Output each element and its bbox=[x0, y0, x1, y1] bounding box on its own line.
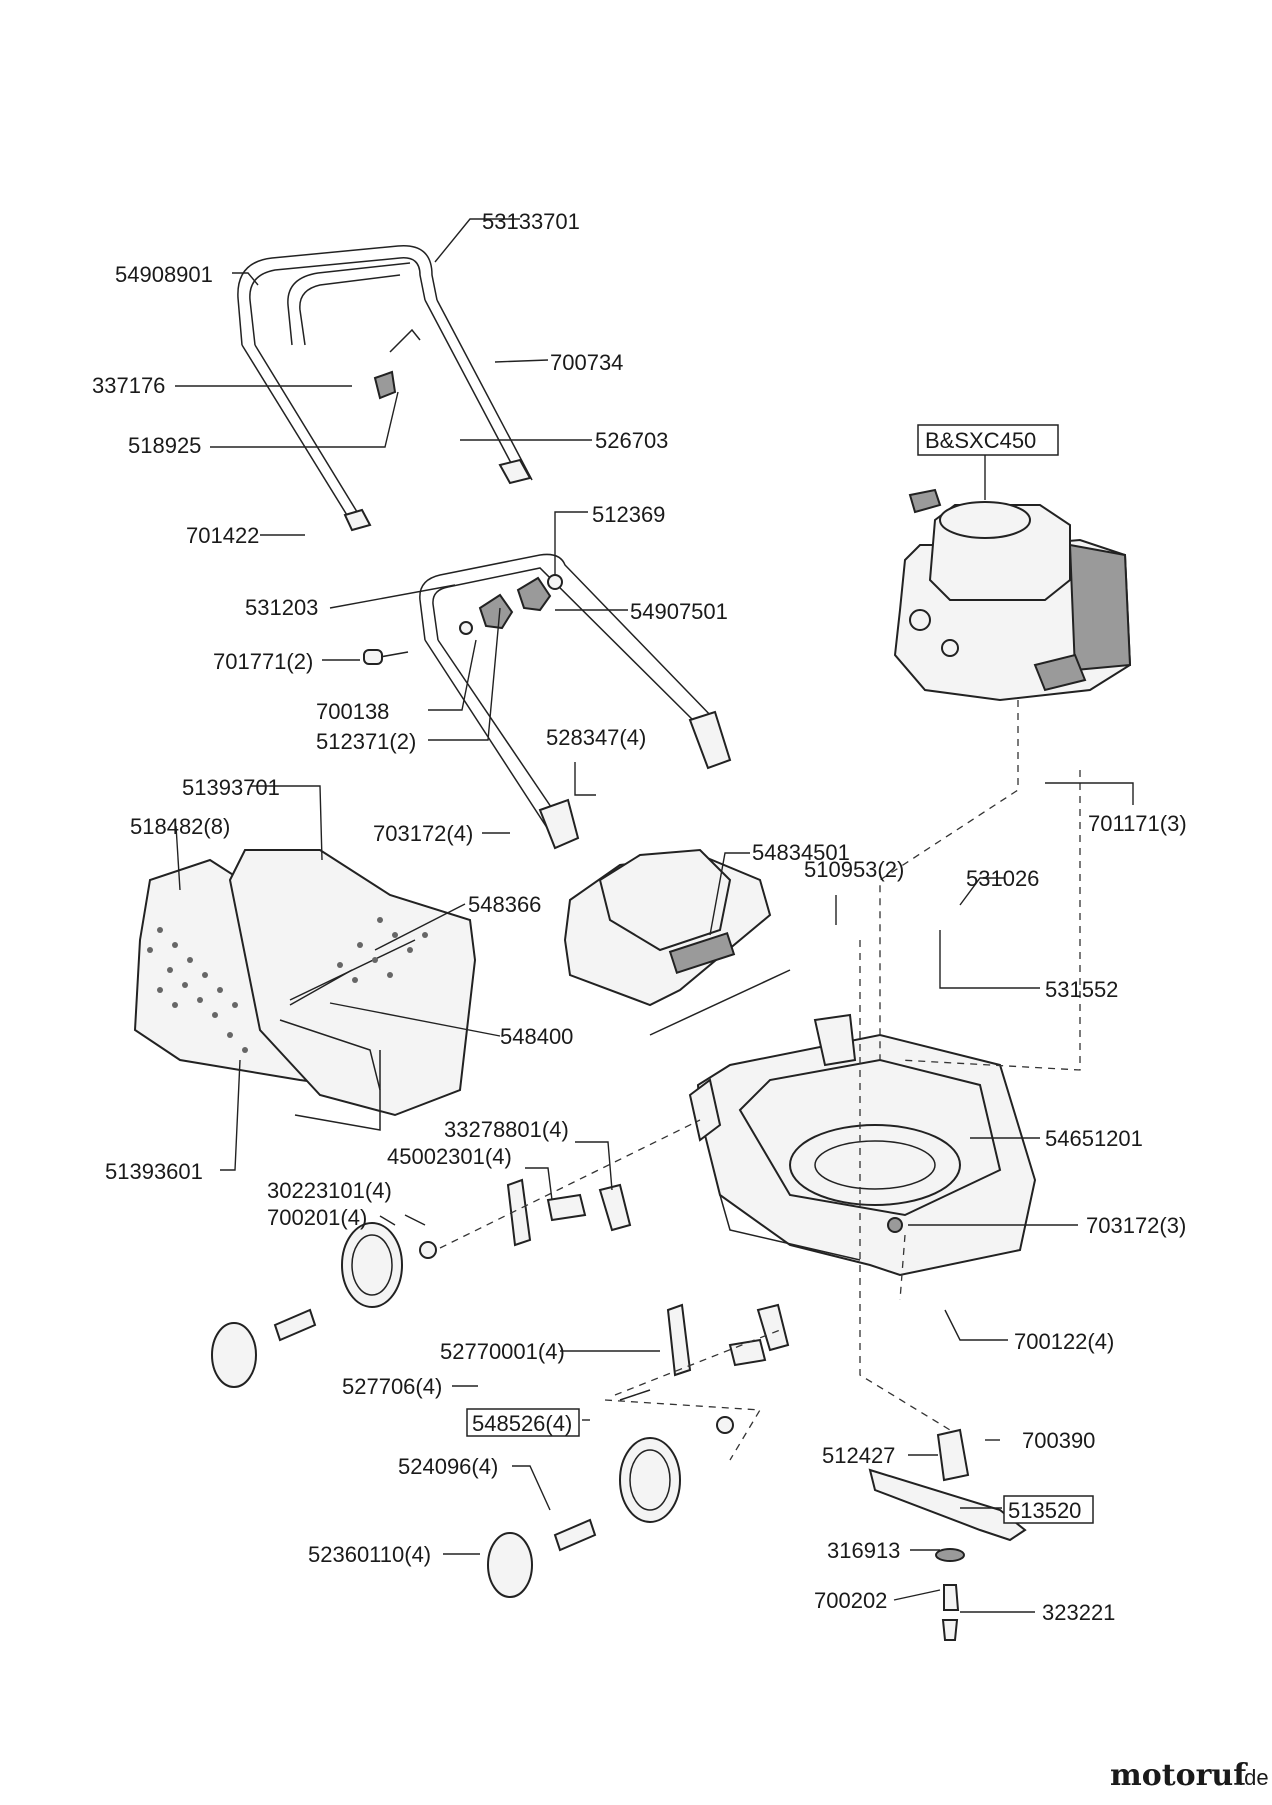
label-524096: 524096(4) bbox=[398, 1454, 498, 1479]
watermark-domain: .de bbox=[1238, 1765, 1269, 1790]
upper-handle bbox=[237, 245, 533, 532]
label-548400: 548400 bbox=[500, 1024, 573, 1049]
label-518482: 518482(8) bbox=[130, 814, 230, 839]
label-703172-4: 703172(4) bbox=[373, 821, 473, 846]
label-527706: 527706(4) bbox=[342, 1374, 442, 1399]
watermark-brand: motoruf bbox=[1110, 1758, 1248, 1793]
label-528347: 528347(4) bbox=[546, 725, 646, 750]
label-700201: 700201(4) bbox=[267, 1205, 367, 1230]
label-54908901: 54908901 bbox=[115, 262, 213, 287]
label-703172-3: 703172(3) bbox=[1086, 1213, 1186, 1238]
blade-box bbox=[1003, 1495, 1094, 1524]
label-548526: 548526(4) bbox=[472, 1411, 572, 1436]
rear-wheel-assembly bbox=[211, 1178, 632, 1388]
wheel-kit-box bbox=[466, 1408, 580, 1437]
catcher-mesh bbox=[147, 917, 428, 1053]
label-52360110: 52360110(4) bbox=[308, 1542, 431, 1567]
label-548366: 548366 bbox=[468, 892, 541, 917]
label-53133701: 53133701 bbox=[482, 209, 580, 234]
label-54907501: 54907501 bbox=[630, 599, 728, 624]
label-323221: 323221 bbox=[1042, 1600, 1115, 1625]
label-518925: 518925 bbox=[128, 433, 201, 458]
leader-lines bbox=[175, 218, 1134, 1613]
label-52770001: 52770001(4) bbox=[440, 1339, 565, 1364]
label-512371: 512371(2) bbox=[316, 729, 416, 754]
label-51393601: 51393601 bbox=[105, 1159, 203, 1184]
flap bbox=[563, 848, 791, 1036]
assembly-lines bbox=[439, 700, 1081, 1461]
label-700138: 700138 bbox=[316, 699, 389, 724]
label-531552: 531552 bbox=[1045, 977, 1118, 1002]
label-30223101: 30223101(4) bbox=[267, 1178, 392, 1203]
lower-handle bbox=[363, 553, 732, 850]
label-337176: 337176 bbox=[92, 373, 165, 398]
mower-deck bbox=[688, 1013, 1037, 1277]
engine-model-box bbox=[917, 424, 1059, 456]
label-512427: 512427 bbox=[822, 1443, 895, 1468]
label-700122: 700122(4) bbox=[1014, 1329, 1114, 1354]
label-54834501: 54834501 bbox=[752, 840, 850, 865]
watermark: motoruf .de bbox=[1110, 1758, 1269, 1793]
label-bsxc450: B&SXC450 bbox=[925, 428, 1036, 453]
label-45002301: 45002301(4) bbox=[387, 1144, 512, 1169]
label-510953: 510953(2) bbox=[804, 857, 904, 882]
label-700390: 700390 bbox=[1022, 1428, 1095, 1453]
part-labels: 53133701 54908901 700734 337176 526703 5… bbox=[92, 209, 1187, 1625]
label-531026: 531026 bbox=[966, 866, 1039, 891]
label-531203: 531203 bbox=[245, 595, 318, 620]
label-54651201: 54651201 bbox=[1045, 1126, 1143, 1151]
label-316913: 316913 bbox=[827, 1538, 900, 1563]
engine bbox=[893, 488, 1132, 702]
label-512369: 512369 bbox=[592, 502, 665, 527]
label-701171: 701171(3) bbox=[1088, 811, 1187, 836]
label-513520: 513520 bbox=[1008, 1498, 1081, 1523]
label-701771: 701771(2) bbox=[213, 649, 313, 674]
blade-assembly bbox=[868, 1428, 1027, 1641]
label-33278801: 33278801(4) bbox=[444, 1117, 569, 1142]
label-51393701: 51393701 bbox=[182, 775, 280, 800]
label-700734: 700734 bbox=[550, 350, 623, 375]
grass-catcher bbox=[133, 849, 477, 1131]
label-700202: 700202 bbox=[814, 1588, 887, 1613]
label-701422: 701422 bbox=[186, 523, 259, 548]
label-526703: 526703 bbox=[595, 428, 668, 453]
